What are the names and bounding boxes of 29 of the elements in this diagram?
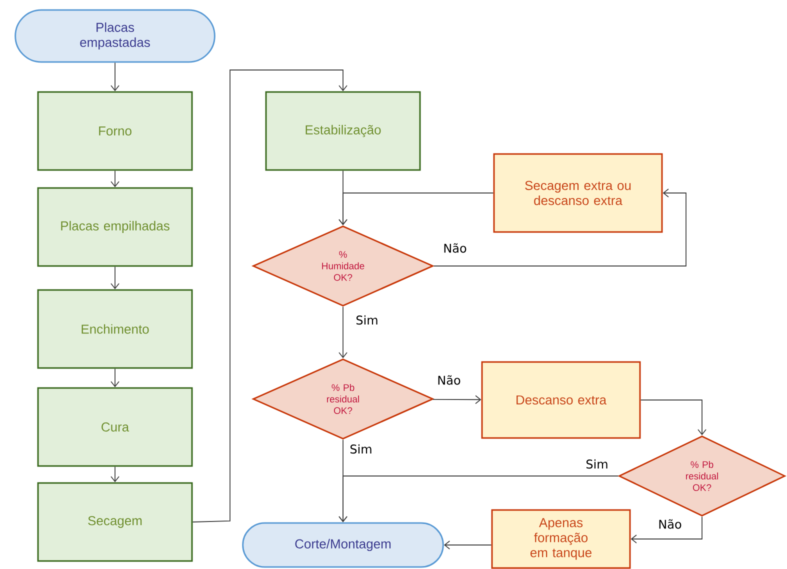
arrow: [338, 306, 348, 358]
edge-label: Sim: [348, 443, 374, 455]
edge-label: Sim: [584, 458, 610, 470]
edge-label: Não: [436, 374, 462, 386]
arrow: [110, 62, 120, 92]
edge-label: Sim: [354, 314, 380, 326]
process-box: Cura: [37, 387, 193, 467]
process-box: Descanso extra: [481, 361, 641, 439]
process-box: Placas empilhadas: [37, 187, 193, 267]
process-box: Estabilização: [265, 91, 421, 171]
arrow: [444, 540, 492, 550]
arrow: [110, 266, 120, 290]
arrow: [432, 395, 482, 404]
arrow: [110, 170, 120, 188]
arrow: [110, 466, 120, 482]
arrow: [338, 476, 619, 522]
arrow: [630, 516, 702, 544]
process-box: Secagem: [37, 482, 193, 562]
process-box: Apenas formação em tanque: [491, 509, 631, 569]
arrow: [338, 192, 494, 226]
edge-label: Não: [442, 242, 468, 254]
process-box: Enchimento: [37, 289, 193, 369]
arrow: [110, 368, 120, 388]
arrow: [192, 70, 348, 522]
arrow: [640, 400, 706, 436]
edge-label: Não: [657, 518, 683, 530]
arrow: [433, 188, 686, 266]
process-box: Secagem extra ou descanso extra: [493, 153, 663, 233]
process-box: Forno: [37, 91, 193, 171]
